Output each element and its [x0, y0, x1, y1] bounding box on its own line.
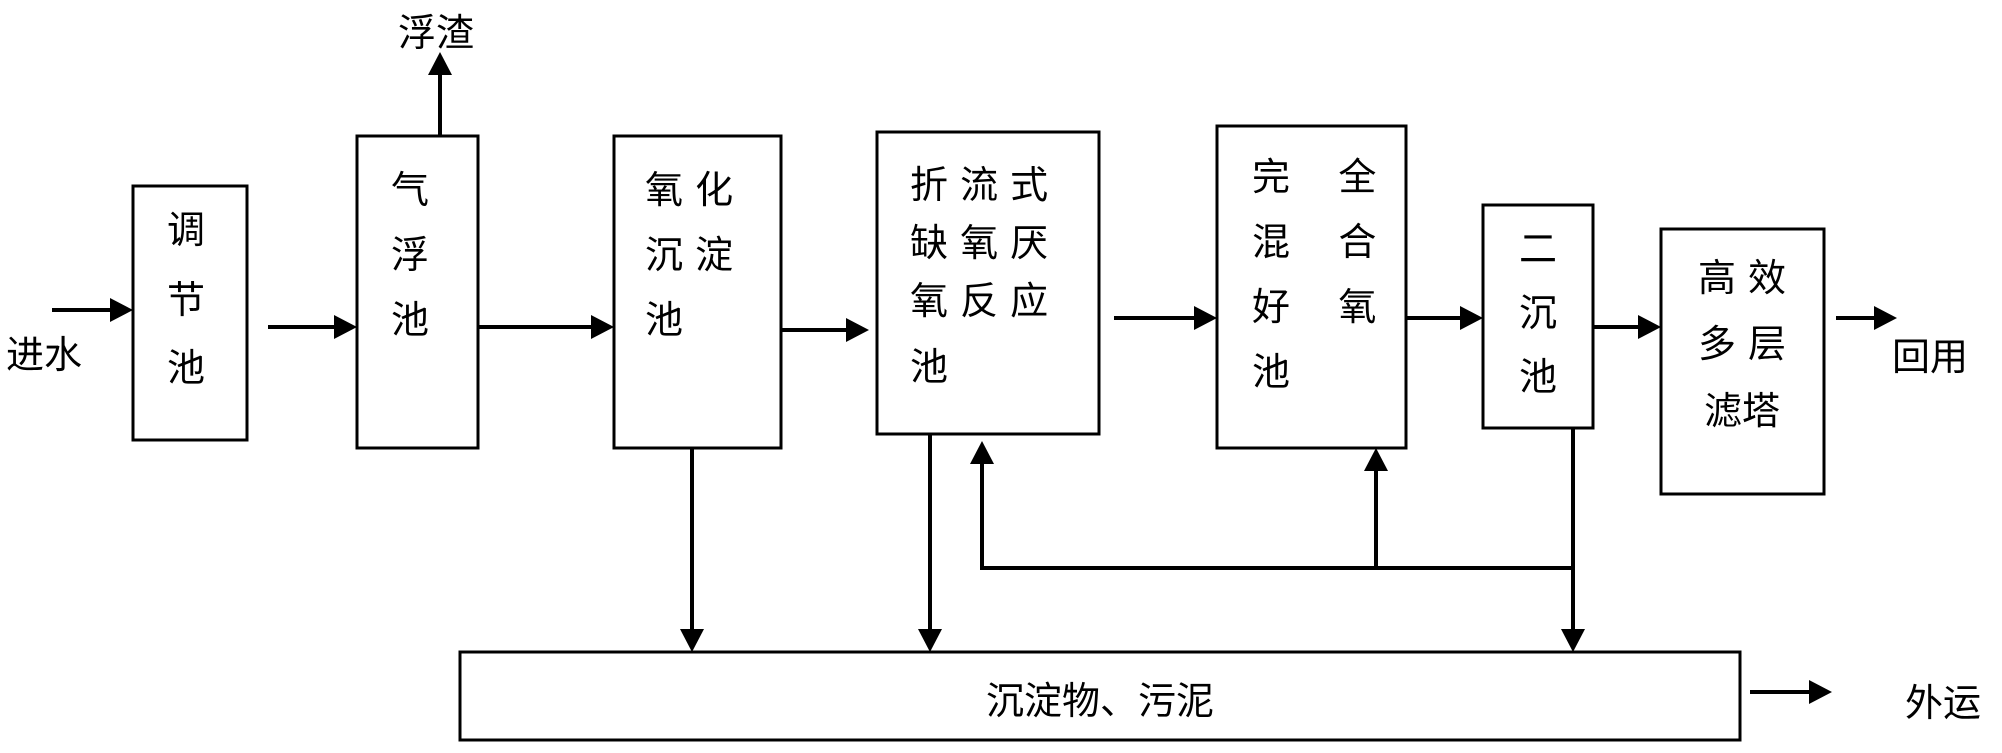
scum-arrow	[428, 52, 452, 136]
secondary-settling-tank-label-line-3: 池	[1519, 355, 1557, 399]
baffled-anaerobic-anoxic-tank-box	[875, 130, 1101, 436]
recycle-to-baffled-head	[970, 441, 994, 464]
sludge-collection-label: 沉淀物、污泥	[986, 679, 1214, 723]
aerobic-tank-label-line-4: 池	[1252, 350, 1290, 394]
secondary-settling-tank-node: 二 沉 池	[1481, 203, 1595, 430]
air-flotation-tank-label-line-1: 气	[391, 168, 429, 212]
aerobic-to-secondary-arrow	[1406, 306, 1483, 330]
secondary-settling-tank-box	[1481, 203, 1595, 430]
filter-tower-label-line-3: 滤塔	[1704, 389, 1780, 433]
flotation-to-oxidation-head	[591, 315, 614, 339]
aerobic-to-secondary-head	[1460, 306, 1483, 330]
haul-away-arrow-head	[1809, 680, 1832, 704]
air-flotation-tank-box	[355, 134, 480, 450]
aerobic-tank-label-line-1: 完 全	[1252, 155, 1376, 199]
influent-arrow-head	[110, 298, 133, 322]
baffled-tank-label-line-4: 池	[910, 345, 948, 389]
reuse-arrow-head	[1874, 306, 1897, 330]
baffled-tank-label-line-1: 折 流 式	[910, 163, 1048, 207]
oxidation-to-baffled-head	[846, 318, 869, 342]
haul-away-arrow	[1750, 680, 1832, 704]
influent-arrow	[52, 298, 133, 322]
regulation-tank-label-line-2: 节	[167, 278, 205, 322]
oxidation-settling-tank-label-line-1: 氧 化	[645, 168, 733, 212]
recycle-loop-line	[980, 464, 1573, 570]
haul-away-label: 外运	[1905, 681, 1981, 725]
recycle-to-aerobic-head	[1364, 448, 1388, 471]
oxidation-settling-tank-label-line-2: 沉 淀	[645, 233, 733, 277]
filter-tower-label-line-1: 高 效	[1698, 256, 1786, 300]
oxidation-sludge-arrow	[680, 448, 704, 652]
sludge-collection-box	[458, 650, 1742, 742]
secondary-settling-tank-label-line-1: 二	[1519, 227, 1557, 271]
scum-label: 浮渣	[398, 11, 474, 55]
complete-mix-aerobic-tank-box	[1215, 124, 1408, 450]
recycle-loop	[970, 441, 1573, 570]
baffled-tank-label-line-2: 缺 氧 厌	[910, 221, 1048, 265]
influent-label: 进水	[6, 333, 82, 377]
secondary-sludge-arrow	[1561, 428, 1585, 652]
oxidation-settling-tank-label-line-3: 池	[645, 298, 683, 342]
baffled-tank-label-line-3: 氧 反 应	[910, 279, 1048, 323]
air-flotation-tank-label-line-2: 浮	[391, 233, 429, 277]
oxidation-settling-tank-box	[612, 134, 783, 450]
oxidation-to-baffled-arrow	[781, 318, 869, 342]
regulation-tank-box	[131, 184, 249, 442]
aerobic-tank-label-line-2: 混 合	[1252, 220, 1376, 264]
sludge-collection-node: 沉淀物、污泥	[458, 650, 1742, 742]
scum-arrow-head	[428, 52, 452, 75]
regulation-tank-node: 调 节 池	[131, 184, 249, 442]
regulation-tank-label-line-1: 调	[167, 208, 205, 252]
secondary-to-filter-head	[1638, 315, 1661, 339]
regulation-to-flotation-arrow	[268, 315, 357, 339]
reuse-arrow	[1836, 306, 1897, 330]
reuse-label: 回用	[1892, 335, 1968, 379]
air-flotation-tank-node: 气 浮 池	[355, 134, 480, 450]
secondary-to-filter-arrow	[1593, 315, 1661, 339]
baffled-to-aerobic-head	[1194, 306, 1217, 330]
baffled-anaerobic-anoxic-tank-node: 折 流 式 缺 氧 厌 氧 反 应 池	[875, 130, 1101, 436]
multilayer-filter-tower-node: 高 效 多 层 滤塔	[1659, 227, 1826, 496]
multilayer-filter-tower-box	[1659, 227, 1826, 496]
baffled-sludge-arrow	[918, 434, 942, 652]
complete-mix-aerobic-tank-node: 完 全 混 合 好 氧 池	[1215, 124, 1408, 450]
flotation-to-oxidation-arrow	[478, 315, 614, 339]
baffled-to-aerobic-arrow	[1114, 306, 1217, 330]
air-flotation-tank-label-line-3: 池	[391, 298, 429, 342]
secondary-sludge-head	[1561, 629, 1585, 652]
regulation-to-flotation-head	[334, 315, 357, 339]
regulation-tank-label-line-3: 池	[167, 346, 205, 390]
oxidation-settling-tank-node: 氧 化 沉 淀 池	[612, 134, 783, 450]
secondary-settling-tank-label-line-2: 沉	[1519, 291, 1557, 335]
baffled-sludge-head	[918, 629, 942, 652]
oxidation-sludge-head	[680, 629, 704, 652]
filter-tower-label-line-2: 多 层	[1698, 322, 1786, 366]
aerobic-tank-label-line-3: 好 氧	[1252, 285, 1376, 329]
